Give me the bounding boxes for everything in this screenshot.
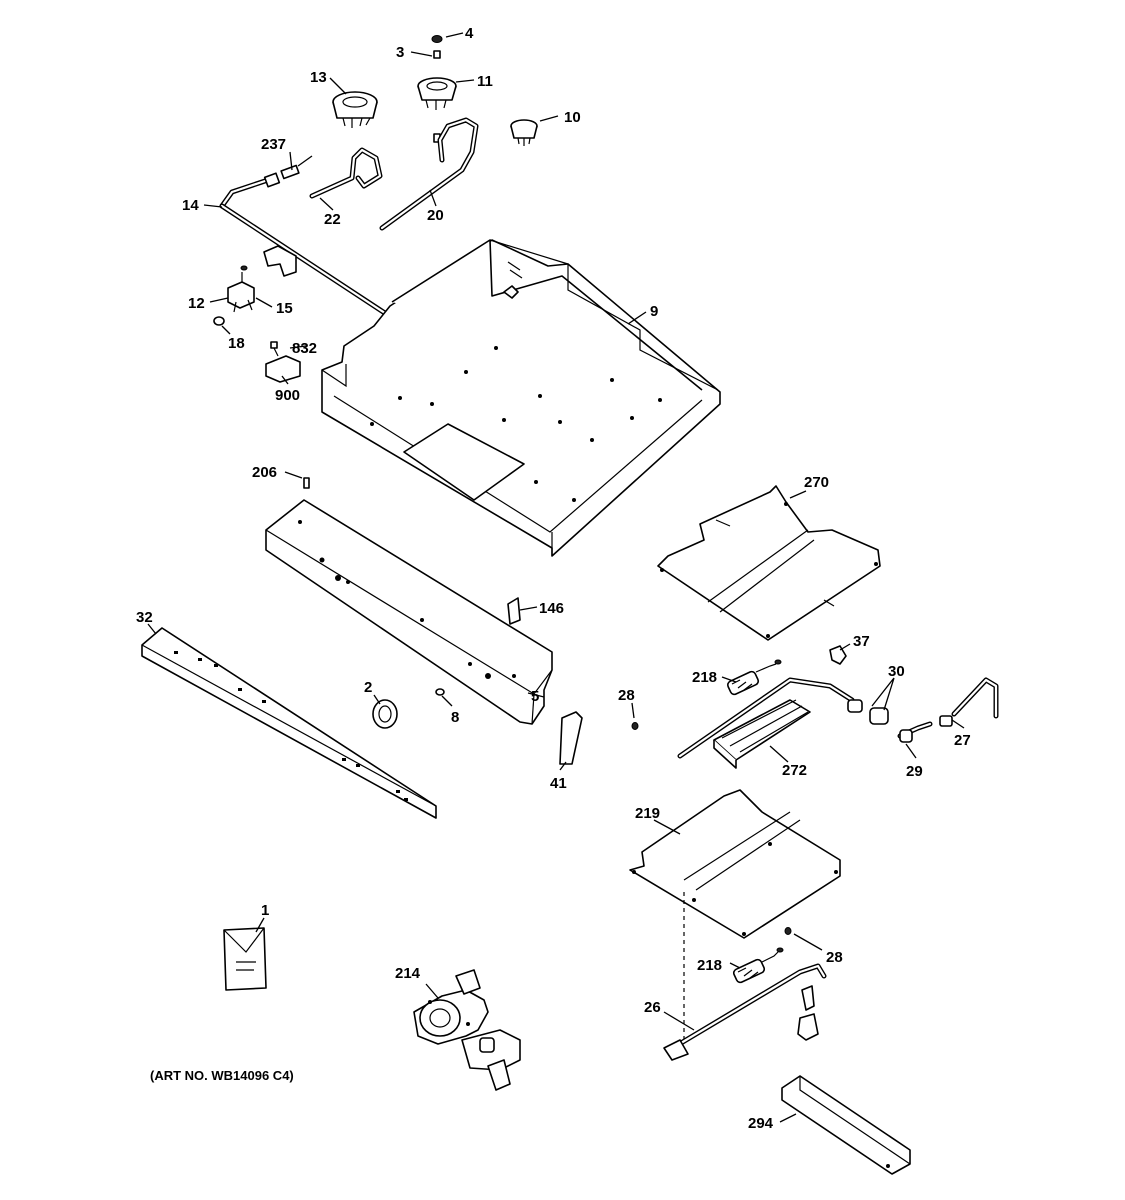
igniter-218b — [732, 947, 784, 984]
tube-20 — [379, 117, 479, 231]
callout-214: 214 — [395, 965, 421, 982]
burner-head-13 — [332, 91, 378, 128]
callout-32: 32 — [136, 609, 153, 626]
callout-22: 22 — [324, 211, 341, 228]
endcap-41 — [559, 711, 583, 765]
tube-22 — [309, 147, 383, 199]
callout-900: 900 — [275, 387, 300, 404]
leader-lines — [147, 32, 965, 1123]
bracket-294 — [781, 1075, 911, 1175]
callout-15: 15 — [276, 300, 293, 317]
callout-12: 12 — [188, 295, 205, 312]
callout-1: 1 — [261, 902, 269, 919]
callout-26: 26 — [644, 999, 661, 1016]
screw-206 — [303, 477, 310, 489]
callout-146: 146 — [539, 600, 564, 617]
broil-burner-tube — [677, 677, 855, 759]
callout-8: 8 — [451, 709, 459, 726]
callout-14: 14 — [182, 197, 199, 214]
cap-4 — [431, 35, 443, 43]
igniter-218a — [726, 659, 782, 696]
callout-labels: 4 3 13 11 10 237 14 22 20 9 12 15 18 832… — [136, 25, 971, 1132]
screw-28a — [631, 722, 639, 730]
callout-27: 27 — [954, 732, 971, 749]
nut-3 — [433, 50, 441, 59]
callout-30: 30 — [888, 663, 905, 680]
bracket-37 — [829, 645, 847, 665]
burner-box-9 — [321, 239, 721, 557]
callout-4: 4 — [465, 25, 474, 42]
callout-294: 294 — [748, 1115, 774, 1132]
clip-146 — [507, 597, 521, 625]
spark-switch-12 — [227, 265, 255, 313]
bake-shield-219 — [629, 789, 841, 939]
bracket-left — [263, 245, 297, 277]
bracket-900 — [265, 341, 301, 383]
knob-2 — [372, 699, 398, 729]
burner-head-10 — [510, 119, 538, 146]
bake-burner-26 — [663, 963, 827, 1061]
callout-206: 206 — [252, 464, 277, 481]
callout-5: 5 — [531, 688, 539, 705]
callout-11: 11 — [477, 73, 493, 90]
nut-18 — [213, 316, 225, 326]
burner-head-11 — [417, 77, 457, 110]
broil-burner-272 — [713, 699, 811, 769]
trim-strip-32 — [141, 627, 437, 819]
art-number: (ART NO. WB14096 C4) — [150, 1068, 294, 1083]
literature-packet-1 — [223, 927, 267, 991]
heat-shield-270 — [657, 485, 881, 641]
callout-28a: 28 — [618, 687, 635, 704]
callout-37: 37 — [853, 633, 870, 650]
callout-272: 272 — [782, 762, 807, 779]
callout-28b: 28 — [826, 949, 843, 966]
fitting-237 — [263, 155, 313, 188]
orifice-30 — [847, 699, 889, 725]
callout-219: 219 — [635, 805, 660, 822]
manifold-panel-5 — [265, 499, 553, 725]
fitting-27 — [939, 677, 999, 727]
callout-13: 13 — [310, 69, 327, 86]
callout-3: 3 — [396, 44, 404, 61]
regulator-214 — [413, 969, 521, 1091]
screw-8 — [435, 688, 445, 696]
callout-218a: 218 — [692, 669, 717, 686]
callout-237: 237 — [261, 136, 286, 153]
elbow-29 — [897, 721, 933, 743]
callout-832: 832 — [292, 340, 317, 357]
callout-218b: 218 — [697, 957, 722, 974]
callout-2: 2 — [364, 679, 372, 696]
callout-270: 270 — [804, 474, 829, 491]
callout-9: 9 — [650, 303, 658, 320]
callout-20: 20 — [427, 207, 444, 224]
callout-29: 29 — [906, 763, 923, 780]
callout-10: 10 — [564, 109, 581, 126]
callout-41: 41 — [550, 775, 567, 792]
callout-18: 18 — [228, 335, 245, 352]
screw-28b — [784, 927, 792, 935]
